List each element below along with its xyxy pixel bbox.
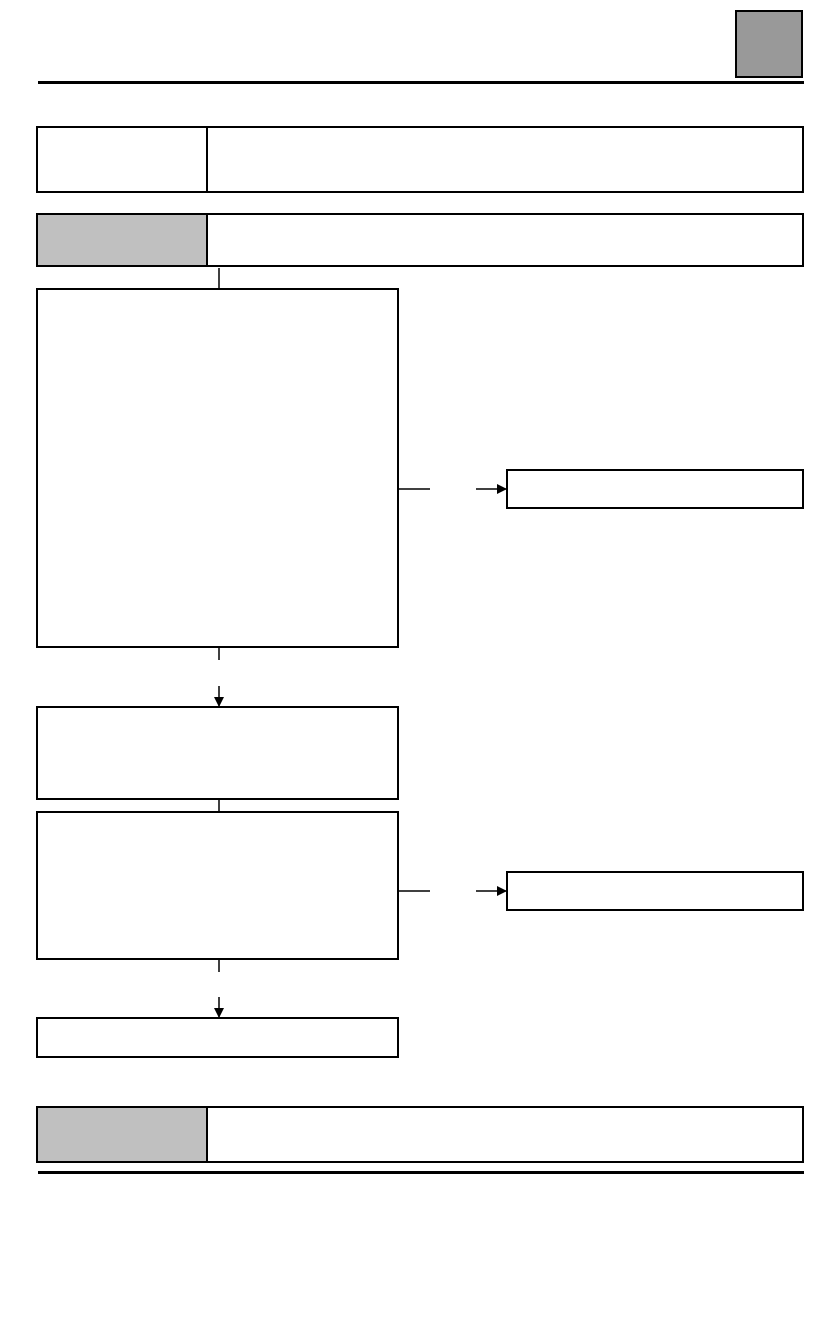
after-repair-box — [36, 1106, 804, 1163]
conditions-box — [36, 213, 804, 267]
branch-box-1 — [506, 469, 804, 509]
section-tab — [735, 10, 803, 78]
info-table — [36, 126, 804, 193]
step-box-3 — [36, 811, 399, 960]
branch-box-2 — [506, 871, 804, 911]
step-box-2 — [36, 706, 399, 800]
header-rule — [38, 81, 804, 84]
step-box-4 — [36, 1017, 399, 1058]
footer-rule — [38, 1171, 804, 1174]
conditions-label-cell — [38, 215, 208, 265]
info-table-label-cell — [38, 128, 208, 191]
step-box-1 — [36, 288, 399, 648]
after-repair-label-cell — [38, 1108, 208, 1161]
